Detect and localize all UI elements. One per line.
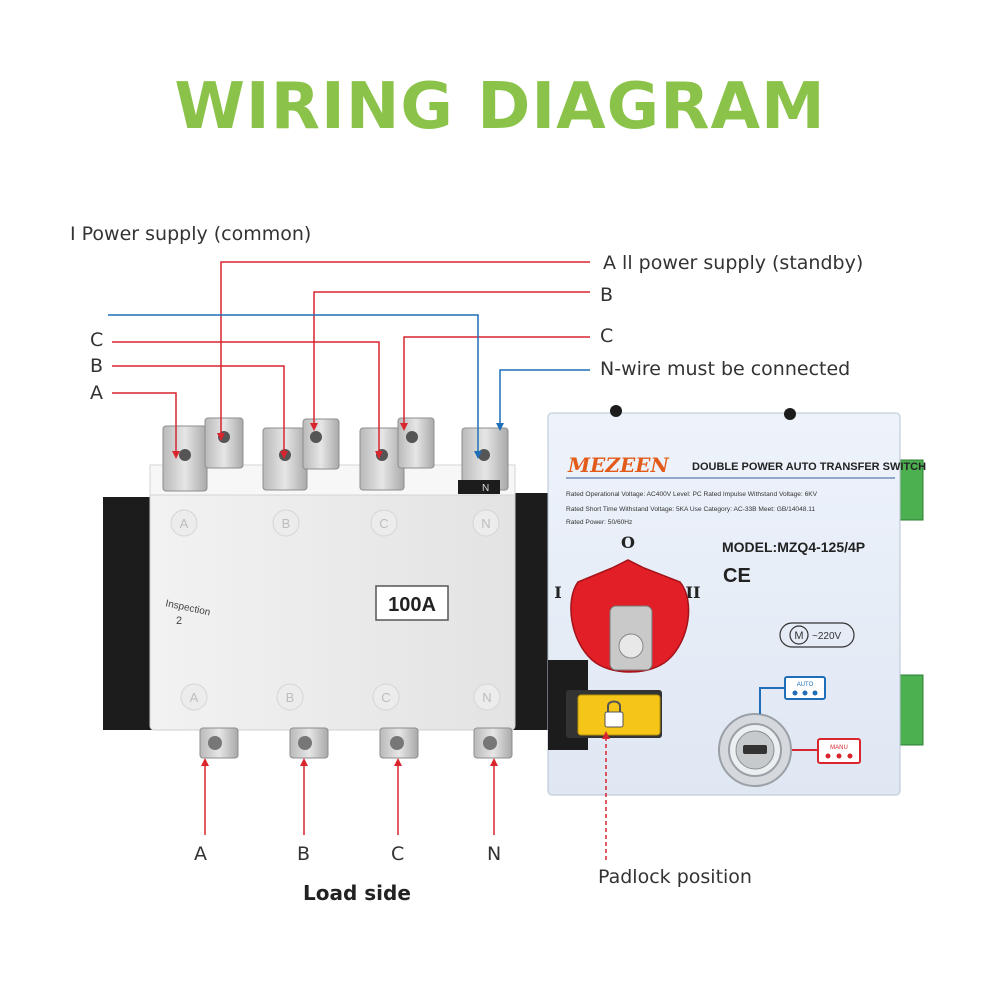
spec-line-2: Rated Short Time Withstand Voltage: 5KA … <box>566 506 815 513</box>
wire-left-a <box>112 392 180 459</box>
pole-b-lower: B <box>286 690 295 705</box>
rotary-handle[interactable] <box>570 559 690 673</box>
label-left-a: A <box>90 382 103 404</box>
motor-badge <box>779 622 855 648</box>
label-bottom-b: B <box>297 843 311 865</box>
n-terminal-marker: N <box>482 483 489 494</box>
position-o: O <box>621 533 635 552</box>
panel-screw-right <box>784 408 796 420</box>
auto-label: AUTO <box>797 682 814 688</box>
pole-a-lower: A <box>190 690 199 705</box>
brand-logo: MEZEEN <box>567 453 669 477</box>
rating-text: 100A <box>388 594 436 616</box>
wire-right-c <box>400 336 590 431</box>
label-right-c: C <box>600 325 614 347</box>
wire-n-common <box>108 314 482 459</box>
label-bottom-n: N <box>487 843 502 865</box>
wire-left-b <box>112 365 288 459</box>
pole-b-upper: B <box>282 516 291 531</box>
motor-voltage: ~220V <box>812 631 842 642</box>
label-bottom-a: A <box>194 843 207 865</box>
label-power-supply-common: I Power supply (common) <box>70 223 312 245</box>
label-padlock-position: Padlock position <box>598 866 752 888</box>
key-switch[interactable] <box>718 713 792 787</box>
wire-standby-common <box>217 261 590 441</box>
switch-top-ridge <box>149 464 516 496</box>
inspection-number: 2 <box>176 615 182 627</box>
page-title: WIRING DIAGRAM <box>174 70 826 144</box>
label-load-side: Load side <box>303 881 411 905</box>
left-end-cap <box>103 497 155 730</box>
wire-n-standby <box>496 369 590 431</box>
label-left-b: B <box>90 355 104 377</box>
rating-badge <box>375 585 449 621</box>
model-number: MODEL:MZQ4-125/4P <box>722 539 865 555</box>
label-bottom-c: C <box>391 843 405 865</box>
motor-icon <box>789 625 809 645</box>
motor-symbol: M <box>794 630 803 642</box>
lower-pole-markers: A B C N <box>180 683 501 711</box>
wiring-lines <box>108 261 610 860</box>
upper-pole-markers: A B C N <box>170 509 500 537</box>
wire-right-b <box>310 291 590 431</box>
label-n-wire: N-wire must be connected <box>600 358 851 380</box>
spec-line-3: Rated Power: 50/60Hz <box>566 519 632 526</box>
position-i: I <box>554 583 561 602</box>
position-ii: II <box>686 583 701 602</box>
auto-mode-indicator: AUTO <box>759 676 826 714</box>
pole-a-upper: A <box>180 516 189 531</box>
product-name: DOUBLE POWER AUTO TRANSFER SWITCH <box>692 461 926 473</box>
wire-left-c <box>112 341 383 459</box>
manu-label: MANU <box>830 745 848 751</box>
label-right-b: B <box>600 284 614 306</box>
padlock-slot[interactable] <box>566 690 662 738</box>
pole-n-upper: N <box>481 516 490 531</box>
panel-screw-left <box>610 405 622 417</box>
label-left-c: C <box>90 329 104 351</box>
spec-line-1: Rated Operational Voltage: AC400V Level:… <box>566 491 818 498</box>
pole-n-lower: N <box>482 690 491 705</box>
pole-c-lower: C <box>381 690 390 705</box>
pole-c-upper: C <box>379 516 388 531</box>
bottom-terminals <box>199 727 513 759</box>
manual-mode-indicator: MANU <box>792 738 861 764</box>
label-power-supply-standby: A ll power supply (standby) <box>603 252 864 274</box>
n-terminal-block <box>458 480 500 494</box>
ce-mark: CE <box>723 565 751 587</box>
